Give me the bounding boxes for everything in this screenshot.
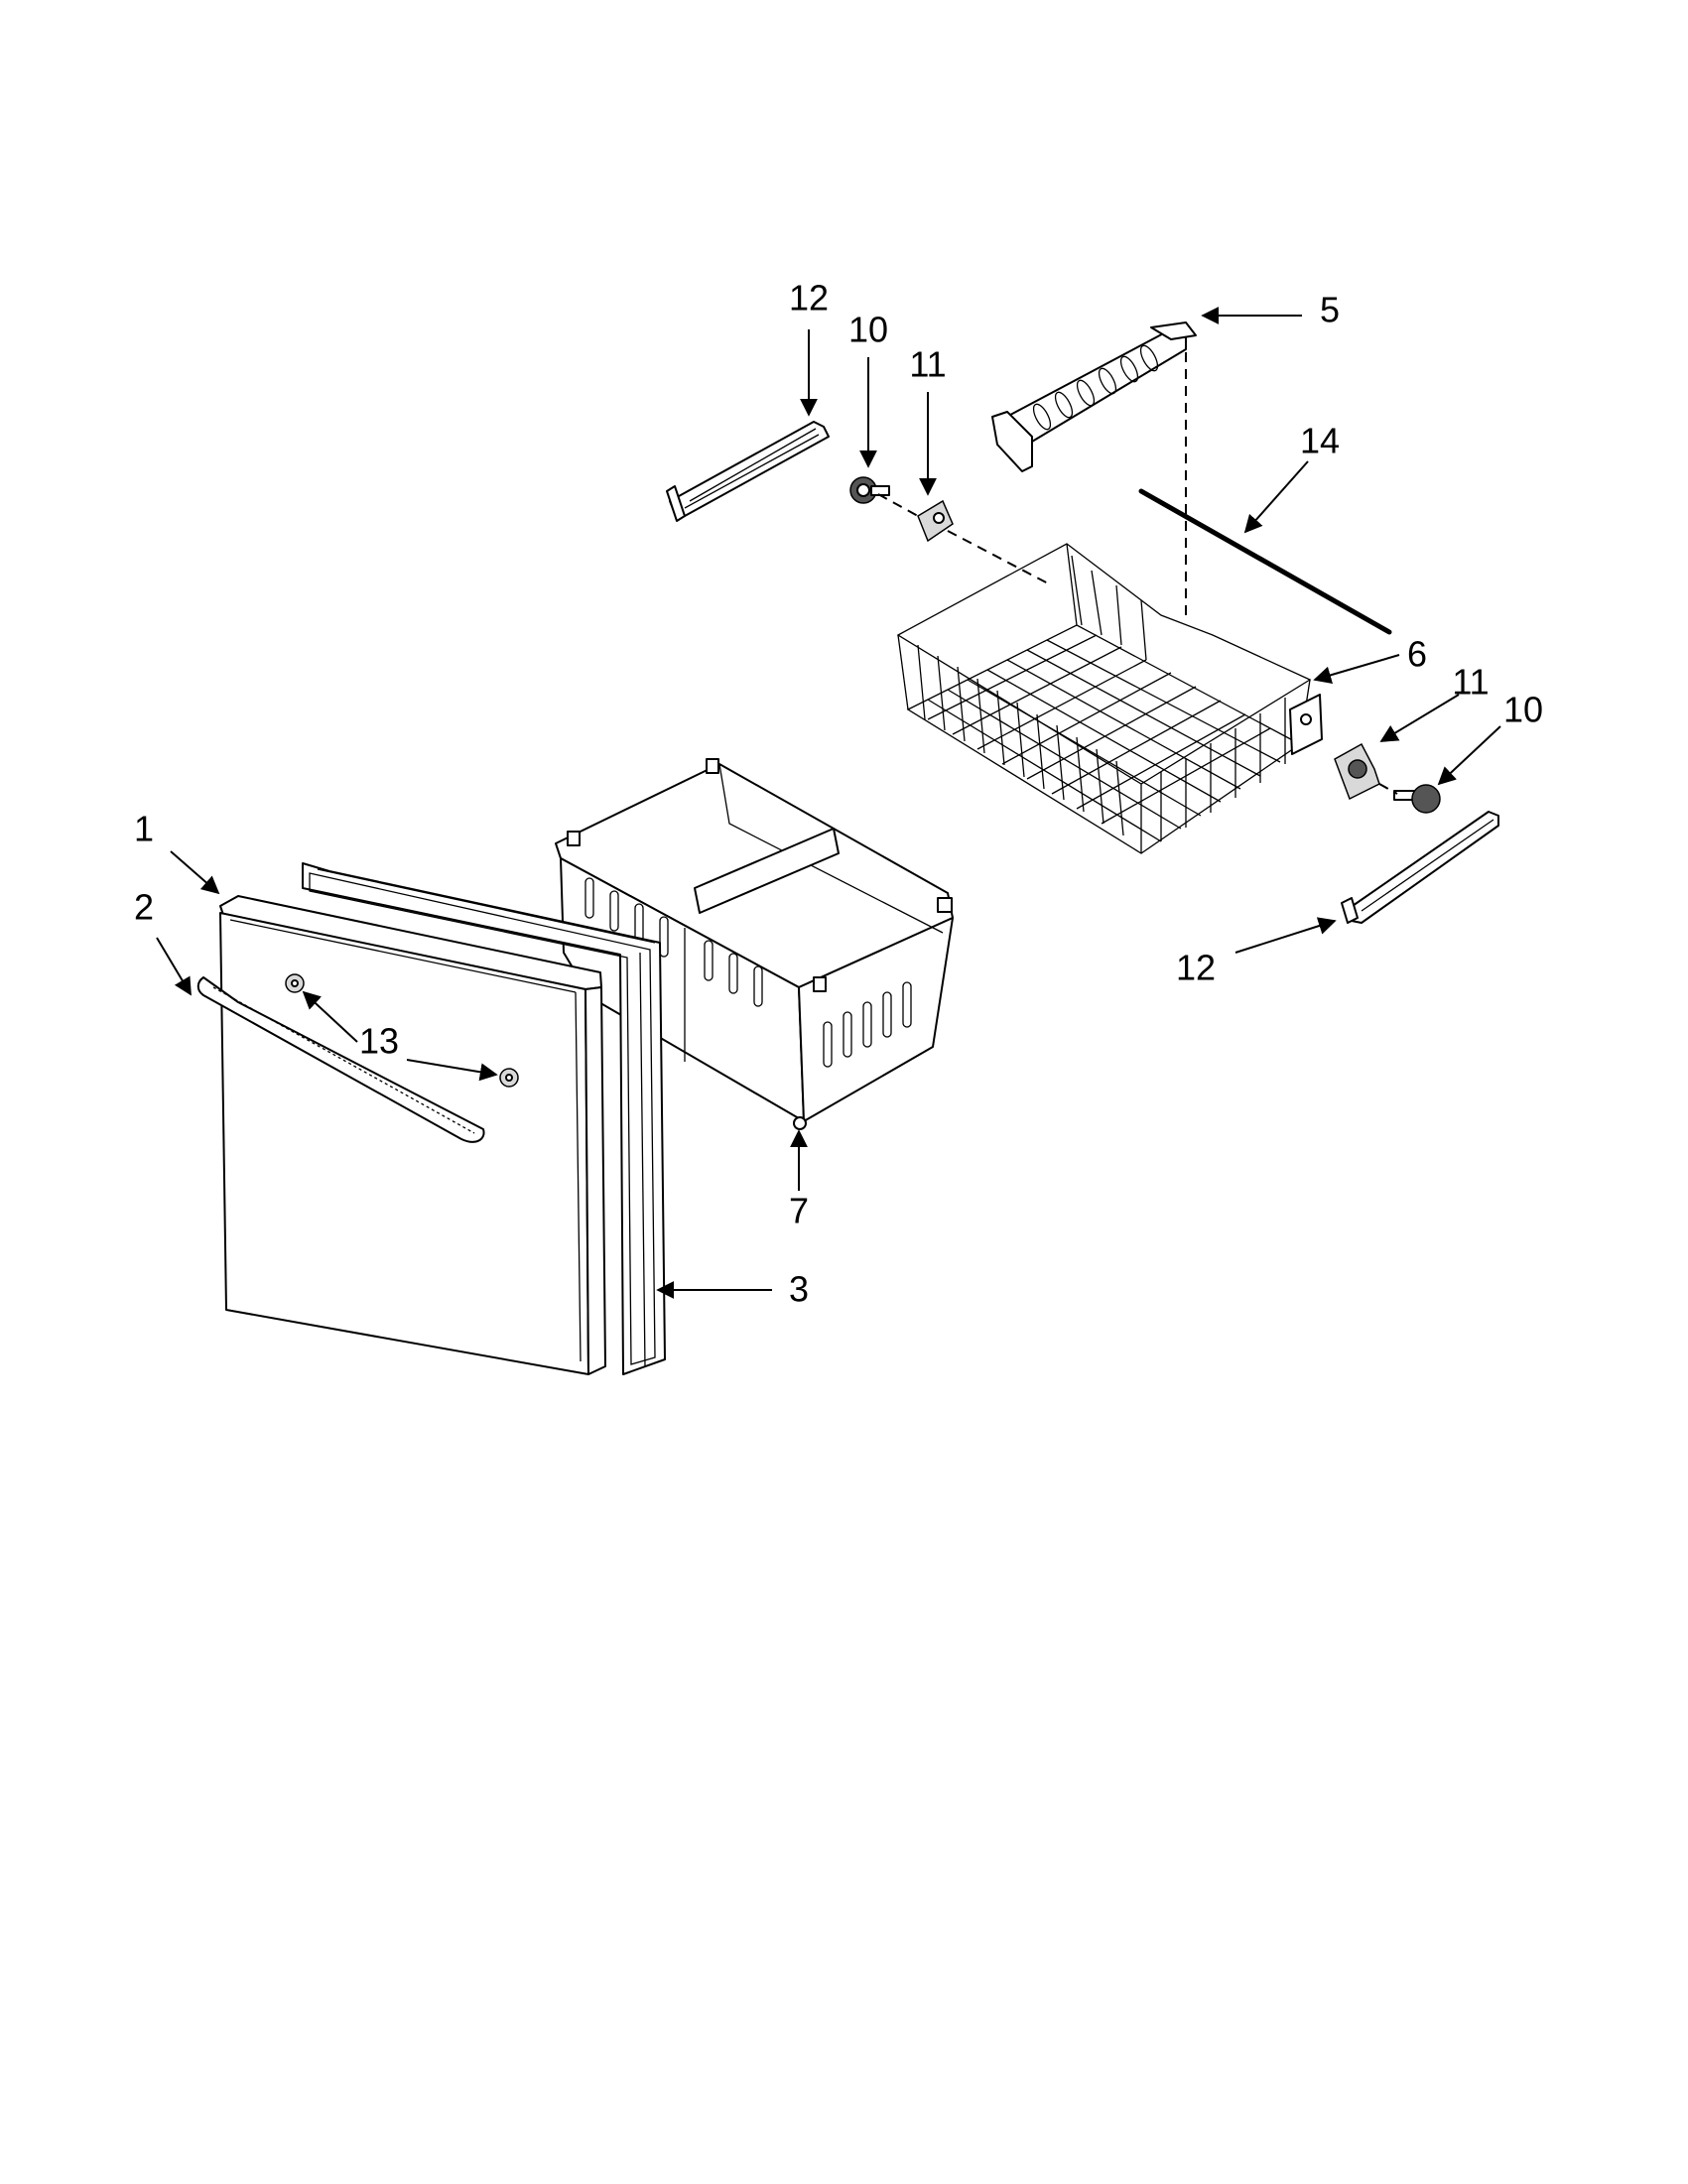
wire-basket-icon — [896, 543, 1323, 854]
bracket-icon — [917, 499, 954, 543]
bracket-icon — [1334, 742, 1380, 801]
gear-roller-icon — [1393, 784, 1441, 814]
callout-labels: 12 10 11 5 14 6 11 10 12 7 3 1 2 13 — [134, 278, 1543, 1310]
drawer-handle-icon — [196, 976, 485, 1143]
callout-10-upper: 10 — [848, 310, 888, 350]
callout-2: 2 — [134, 887, 154, 928]
callout-7: 7 — [789, 1191, 809, 1231]
callout-14: 14 — [1300, 421, 1340, 461]
rod-icon — [1138, 488, 1392, 635]
callout-12-upper: 12 — [789, 278, 829, 319]
plastic-bin-icon — [555, 758, 954, 1130]
gear-roller-icon — [849, 476, 890, 504]
screw-icon — [285, 973, 305, 993]
callout-12-lower: 12 — [1176, 948, 1216, 988]
callout-5: 5 — [1320, 290, 1340, 330]
leader-lines — [156, 307, 1501, 1299]
callout-11-lower: 11 — [1452, 662, 1489, 703]
basket-divider-icon — [991, 321, 1197, 472]
callout-13: 13 — [359, 1021, 399, 1062]
screw-icon — [499, 1068, 519, 1088]
callout-11-upper: 11 — [909, 344, 946, 385]
drawer-gasket-icon — [302, 862, 666, 1375]
slide-rail-icon — [666, 421, 830, 522]
callout-10-lower: 10 — [1503, 690, 1543, 730]
callout-1: 1 — [134, 809, 154, 849]
callout-6: 6 — [1407, 634, 1427, 675]
callout-3: 3 — [789, 1269, 809, 1310]
alignment-lines — [877, 352, 1398, 795]
slide-rail-icon — [1341, 811, 1499, 924]
drawer-front-panel-icon — [219, 895, 606, 1375]
